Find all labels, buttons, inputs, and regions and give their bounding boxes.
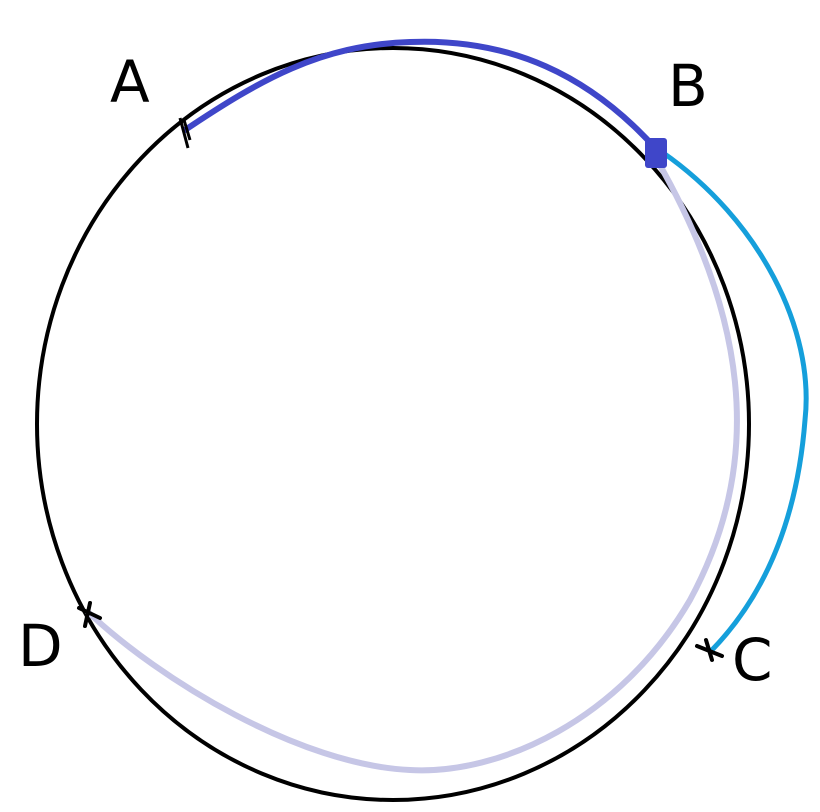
marker-a [178,117,192,149]
arc-b-to-c [659,149,809,653]
arc-a-to-b [182,38,660,153]
label-b: B [668,52,708,120]
arc-b-to-d [85,157,740,774]
label-c: C [732,626,773,694]
label-d: D [18,612,63,680]
marker-b [645,138,667,168]
marker-c [695,638,724,662]
main-circle [35,46,751,802]
marker-d [77,601,102,628]
label-a: A [110,48,150,116]
